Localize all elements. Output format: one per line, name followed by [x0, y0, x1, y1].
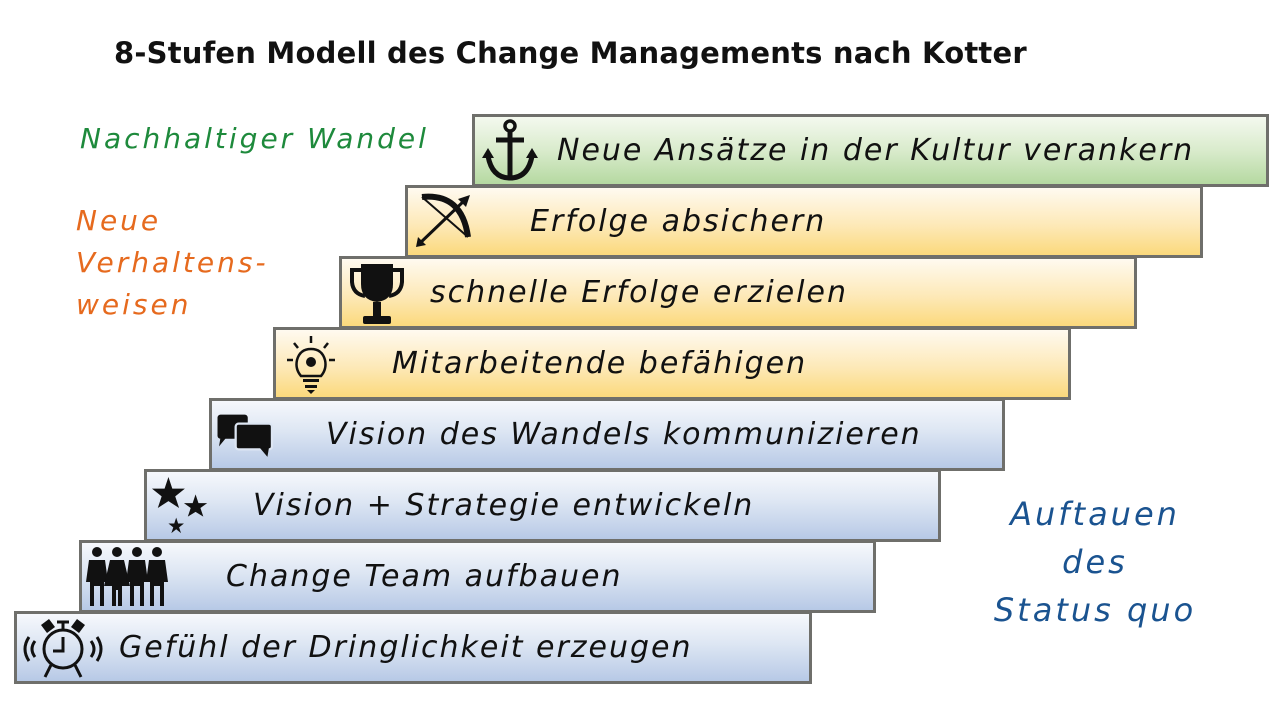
step-label: Gefühl der Dringlichkeit erzeugen — [119, 630, 693, 665]
step-8: Neue Ansätze in der Kultur verankern — [472, 114, 1269, 187]
speech-bubbles-icon — [216, 404, 278, 466]
alarm-clock-icon — [21, 617, 105, 679]
page-title: 8-Stufen Modell des Change Managements n… — [114, 36, 1027, 70]
step-label: Neue Ansätze in der Kultur verankern — [557, 133, 1195, 168]
step-5: Mitarbeitende befähigen — [273, 327, 1071, 400]
phase-line: des — [1062, 543, 1128, 581]
anchor-icon — [479, 118, 541, 182]
trophy-icon — [346, 262, 408, 324]
step-6: schnelle Erfolge erzielen — [339, 256, 1137, 329]
stars-icon — [151, 475, 213, 537]
bow-arrow-icon — [412, 191, 474, 253]
phase-line: Status quo — [993, 591, 1197, 629]
step-1: Gefühl der Dringlichkeit erzeugen — [14, 611, 812, 684]
step-4: Vision des Wandels kommunizieren — [209, 398, 1005, 471]
phase-line: weisen — [76, 288, 192, 321]
step-label: Erfolge absichern — [530, 204, 827, 239]
step-label: Mitarbeitende befähigen — [392, 346, 808, 381]
phase-label-unfreeze: Auftauen des Status quo — [960, 490, 1230, 634]
step-label: Vision + Strategie entwickeln — [253, 488, 755, 523]
phase-line: Auftauen — [1010, 495, 1180, 533]
step-2: Change Team aufbauen — [79, 540, 876, 613]
phase-line: Verhaltens- — [76, 246, 269, 279]
step-label: schnelle Erfolge erzielen — [430, 275, 848, 310]
step-label: Change Team aufbauen — [226, 559, 623, 594]
team-people-icon — [86, 546, 170, 608]
phase-label-sustain: Nachhaltiger Wandel — [80, 122, 429, 155]
lightbulb-gear-icon — [280, 333, 342, 395]
step-3: Vision + Strategie entwickeln — [144, 469, 941, 542]
step-7: Erfolge absichern — [405, 185, 1203, 258]
step-label: Vision des Wandels kommunizieren — [326, 417, 922, 452]
phase-line: Neue — [76, 204, 162, 237]
phase-label-behaviour: Neue Verhaltens- weisen — [76, 200, 269, 326]
